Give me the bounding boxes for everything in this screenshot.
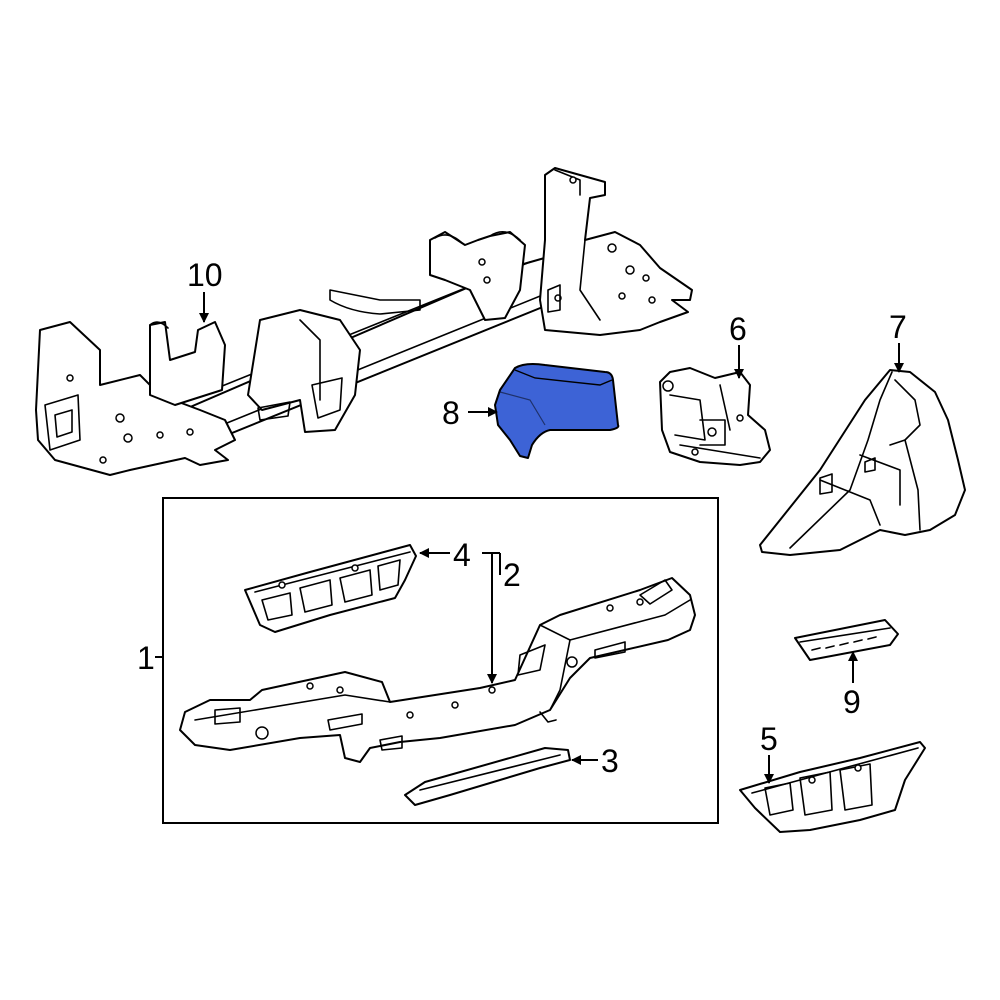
assembly-box	[162, 497, 719, 824]
part-8-highlighted[interactable]	[494, 363, 620, 459]
callout-10: 10	[187, 257, 223, 293]
part-10-frame-crossmember[interactable]	[35, 167, 693, 476]
callout-3: 3	[601, 743, 619, 779]
part-7-bracket[interactable]	[759, 369, 966, 556]
part-2-reinforcement[interactable]	[179, 577, 696, 763]
callout-6: 6	[729, 311, 747, 347]
part-9-pad[interactable]	[794, 619, 899, 661]
part-5-plate[interactable]	[739, 741, 926, 833]
part-4-bracket[interactable]	[244, 544, 417, 633]
callout-1: 1	[137, 640, 155, 676]
part-3-strip[interactable]	[404, 747, 571, 806]
callout-2: 2	[503, 557, 521, 593]
callout-5: 5	[760, 721, 778, 757]
callout-8: 8	[442, 395, 460, 431]
callout-4: 4	[453, 537, 471, 573]
callout-7: 7	[889, 309, 907, 345]
part-6-bracket[interactable]	[659, 367, 771, 466]
callout-labels: 10 8 6 7 4 2 1 9 5 3	[137, 257, 907, 779]
leader-lines	[155, 292, 904, 784]
callout-9: 9	[843, 684, 861, 720]
